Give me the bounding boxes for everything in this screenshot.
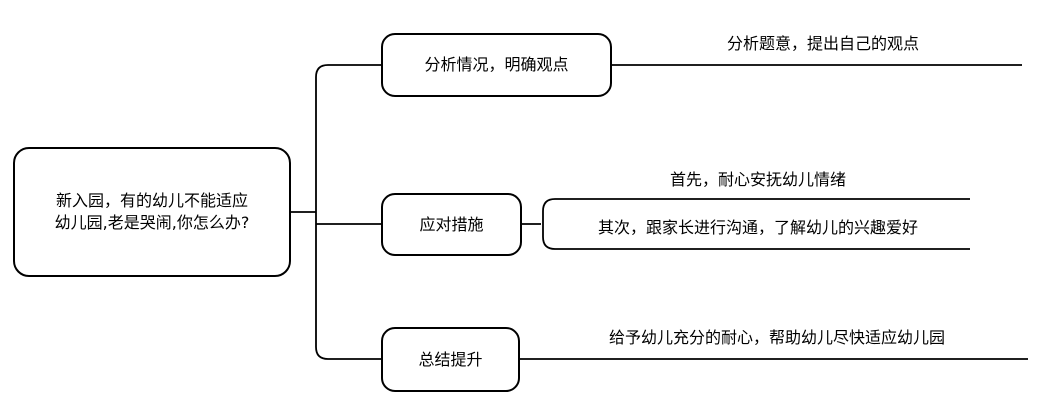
- branch-node-label: 总结提升: [418, 349, 483, 369]
- trunk-connector: [315, 64, 381, 360]
- branch-node-label: 分析情况，明确观点: [424, 55, 569, 74]
- branch-node-label: 应对措施: [419, 214, 484, 234]
- leaf-connector-split: [522, 198, 556, 250]
- branch-node-analysis: 分析情况，明确观点: [381, 33, 612, 97]
- leaf-text: 首先，耐心安抚幼儿情绪: [669, 170, 846, 189]
- root-node-text: 新入园，有的幼儿不能适应幼儿园,老是哭闹,你怎么办?: [54, 191, 250, 232]
- leaf-text: 其次，跟家长进行沟通，了解幼儿的兴趣爱好: [597, 218, 918, 237]
- root-node: 新入园，有的幼儿不能适应幼儿园,老是哭闹,你怎么办?: [13, 147, 291, 277]
- leaf-text: 给予幼儿充分的耐心，帮助幼儿尽快适应幼儿园: [608, 328, 945, 347]
- branch-node-measures: 应对措施: [381, 193, 522, 256]
- branch-node-summary: 总结提升: [381, 327, 520, 392]
- leaf-text: 分析题意，提出自己的观点: [726, 34, 919, 53]
